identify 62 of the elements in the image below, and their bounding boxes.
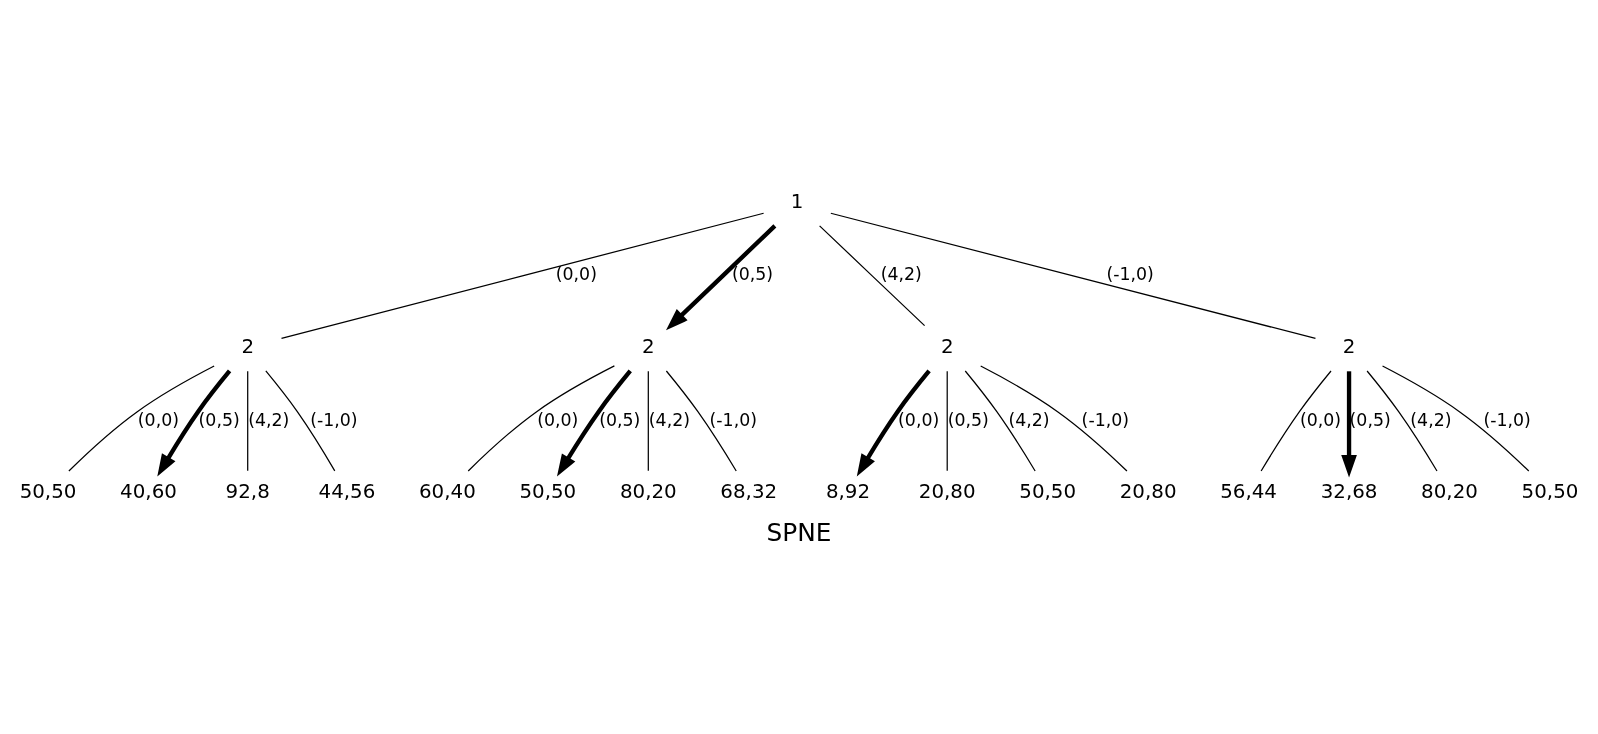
connector bbox=[1260, 370, 1332, 472]
edge-label: (4,2) bbox=[1008, 409, 1050, 430]
node-text: 68,32 bbox=[720, 480, 778, 504]
edge-label: (4,2) bbox=[648, 409, 690, 430]
connector bbox=[946, 370, 948, 472]
caption: SPNE bbox=[766, 517, 832, 547]
edge-label: (0,5) bbox=[599, 409, 641, 430]
connector bbox=[1366, 370, 1438, 472]
edge-label: (-1,0) bbox=[1106, 264, 1154, 285]
node-text: 50,50 bbox=[519, 480, 577, 504]
edge-label: (0,0) bbox=[898, 409, 940, 430]
node-text: 50,50 bbox=[1019, 480, 1077, 504]
arrow bbox=[666, 224, 777, 331]
node-text: 80,20 bbox=[619, 480, 677, 504]
connector bbox=[280, 212, 765, 339]
edge-label: (0,0) bbox=[537, 409, 579, 430]
arrow bbox=[1341, 371, 1357, 478]
node-text: 60,40 bbox=[419, 480, 476, 504]
arrow bbox=[556, 369, 632, 477]
connector bbox=[819, 225, 926, 327]
node-text: 20,80 bbox=[918, 480, 976, 504]
node-text: 2 bbox=[1342, 335, 1356, 359]
edge-label: (0,0) bbox=[555, 264, 597, 285]
edge-label: (-1,0) bbox=[709, 409, 757, 430]
edge-label: (-1,0) bbox=[310, 409, 358, 430]
connector bbox=[647, 370, 649, 472]
edge-label: (-1,0) bbox=[1081, 409, 1130, 430]
edge-label: (-1,0) bbox=[1483, 409, 1531, 430]
edge-label: (0,5) bbox=[947, 409, 989, 430]
connector bbox=[665, 370, 737, 472]
node-text: 50,50 bbox=[19, 480, 77, 504]
connector bbox=[467, 365, 615, 472]
arrow bbox=[157, 369, 232, 477]
node-text: 56,44 bbox=[1220, 480, 1277, 504]
edge-label: (0,5) bbox=[1349, 409, 1391, 430]
connector bbox=[964, 370, 1036, 472]
node-text: 2 bbox=[940, 335, 954, 359]
node-text: 2 bbox=[642, 335, 655, 359]
node-text: 44,56 bbox=[318, 480, 376, 504]
node-text: 80,20 bbox=[1421, 480, 1478, 504]
connector bbox=[265, 370, 336, 472]
node-text: 92,8 bbox=[225, 480, 270, 504]
edge-label: (0,0) bbox=[137, 409, 179, 430]
node-text: 40,60 bbox=[120, 480, 177, 504]
node-text: 8,92 bbox=[825, 480, 871, 504]
edge-label: (0,5) bbox=[198, 409, 240, 430]
edge-label: (4,2) bbox=[880, 264, 922, 285]
connector bbox=[980, 365, 1128, 472]
node-text: 20,80 bbox=[1119, 480, 1177, 504]
node-text: 1 bbox=[790, 190, 804, 213]
connector bbox=[830, 212, 1317, 340]
connector bbox=[247, 370, 249, 472]
node-text: 50,50 bbox=[1521, 480, 1579, 504]
edge-label: (0,0) bbox=[1299, 409, 1342, 430]
edge-label: (4,2) bbox=[248, 409, 290, 430]
node-text: 32,68 bbox=[1320, 480, 1378, 504]
edge-label: (0,5) bbox=[731, 264, 774, 285]
connector bbox=[68, 365, 215, 472]
node-text: 2 bbox=[241, 335, 255, 359]
arrow bbox=[856, 369, 931, 477]
edge-label: (4,2) bbox=[1410, 409, 1452, 430]
connector bbox=[1381, 365, 1530, 472]
